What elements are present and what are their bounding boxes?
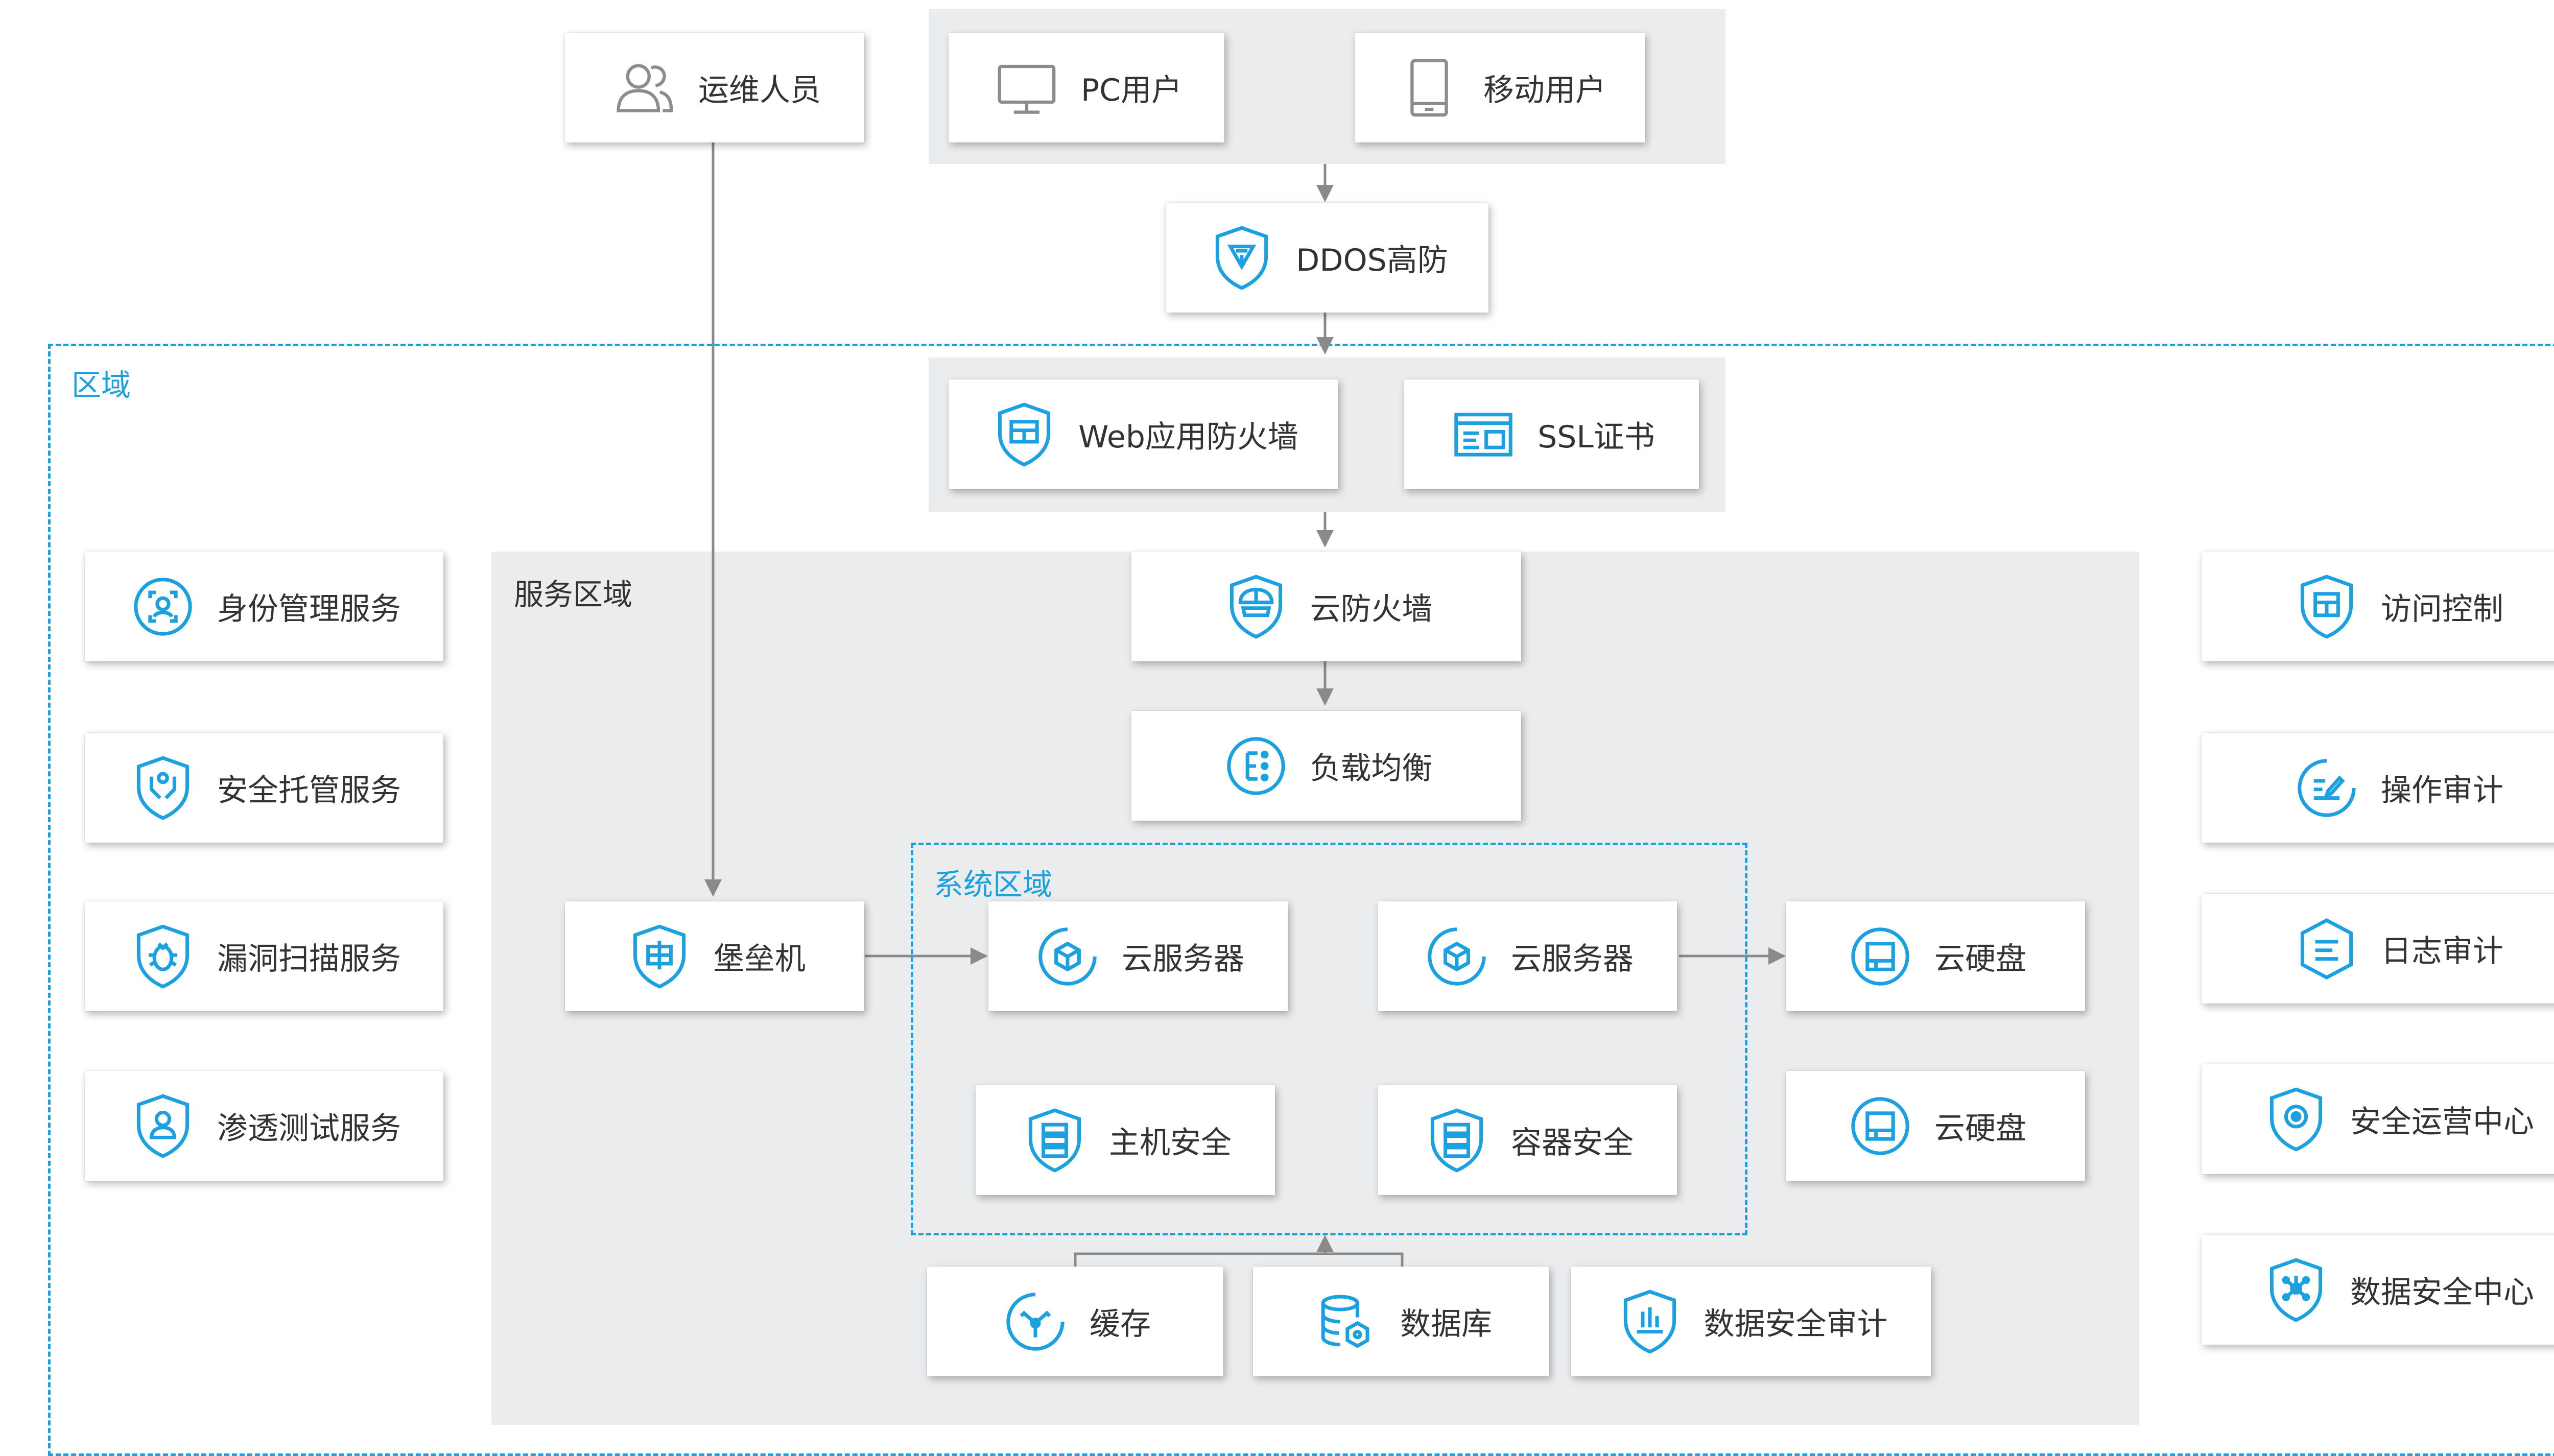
node-label: 操作审计 bbox=[2381, 773, 2503, 808]
node-waf[interactable]: Web应用防火墙 bbox=[949, 379, 1338, 489]
node-cloud-firewall[interactable]: 云防火墙 bbox=[1131, 552, 1521, 661]
cube-circle-icon bbox=[1032, 921, 1103, 992]
shield-lock-icon bbox=[2291, 571, 2362, 642]
node-ddos[interactable]: DDOS高防 bbox=[1166, 203, 1488, 313]
node-label: 负载均衡 bbox=[1310, 751, 1433, 786]
node-bastion[interactable]: 堡垒机 bbox=[565, 901, 864, 1011]
node-label: 云服务器 bbox=[1122, 941, 1244, 977]
node-cloud-disk-2[interactable]: 云硬盘 bbox=[1786, 1071, 2085, 1181]
node-label: 数据安全审计 bbox=[1704, 1306, 1888, 1342]
disk-circle-icon bbox=[1844, 921, 1916, 992]
node-container-security[interactable]: 容器安全 bbox=[1378, 1085, 1677, 1195]
shield-bastion-icon bbox=[624, 921, 695, 992]
shield-user-icon bbox=[127, 1090, 199, 1162]
node-host-security[interactable]: 主机安全 bbox=[976, 1085, 1275, 1195]
node-operation-audit[interactable]: 操作审计 bbox=[2202, 733, 2554, 843]
node-label: 主机安全 bbox=[1109, 1125, 1232, 1161]
node-label: 数据安全中心 bbox=[2350, 1275, 2534, 1310]
shield-triangle-icon bbox=[1206, 222, 1278, 294]
system-zone-label: 系统区域 bbox=[934, 867, 1053, 902]
node-log-audit[interactable]: 日志审计 bbox=[2202, 894, 2554, 1004]
node-label: 云硬盘 bbox=[1934, 941, 2026, 977]
node-ops-personnel[interactable]: 运维人员 bbox=[565, 33, 864, 142]
disk-circle-icon bbox=[1844, 1090, 1916, 1162]
node-label: 云服务器 bbox=[1511, 941, 1634, 977]
node-label: 日志审计 bbox=[2381, 934, 2503, 969]
node-label: 云防火墙 bbox=[1310, 591, 1433, 627]
monitor-icon bbox=[991, 52, 1062, 124]
node-data-security-center[interactable]: 数据安全中心 bbox=[2202, 1235, 2554, 1345]
node-cloud-server-2[interactable]: 云服务器 bbox=[1378, 901, 1677, 1011]
shield-server-icon bbox=[1421, 1105, 1493, 1176]
cache-circle-icon bbox=[1000, 1286, 1071, 1357]
system-zone-boundary bbox=[911, 843, 1747, 1235]
node-identity-service[interactable]: 身份管理服务 bbox=[85, 552, 443, 661]
node-label: 云硬盘 bbox=[1934, 1111, 2026, 1147]
shield-hands-icon bbox=[127, 752, 199, 824]
node-label: 容器安全 bbox=[1511, 1125, 1634, 1161]
node-managed-security-service[interactable]: 安全托管服务 bbox=[85, 733, 443, 843]
node-label: 访问控制 bbox=[2381, 591, 2503, 627]
region-label: 区域 bbox=[72, 368, 131, 402]
node-label: 渗透测试服务 bbox=[217, 1111, 401, 1147]
load-balancer-icon bbox=[1220, 730, 1292, 802]
node-security-operations-center[interactable]: 安全运营中心 bbox=[2202, 1064, 2554, 1174]
node-cloud-server-1[interactable]: 云服务器 bbox=[988, 901, 1288, 1011]
node-pc-user[interactable]: PC用户 bbox=[949, 33, 1224, 142]
face-scan-icon bbox=[127, 571, 199, 642]
bracket-data-to-system bbox=[1074, 1252, 1404, 1267]
node-label: 数据库 bbox=[1400, 1306, 1492, 1342]
node-mobile-user[interactable]: 移动用户 bbox=[1355, 33, 1645, 142]
node-label: 运维人员 bbox=[698, 73, 821, 108]
node-label: PC用户 bbox=[1080, 73, 1183, 108]
tablet-icon bbox=[1393, 52, 1465, 124]
shield-network-icon bbox=[2260, 1254, 2332, 1326]
shield-firewall-icon bbox=[1220, 571, 1292, 642]
shield-bug-icon bbox=[127, 921, 199, 992]
node-label: DDOS高防 bbox=[1296, 243, 1448, 278]
shield-browser-icon bbox=[988, 399, 1060, 470]
node-database[interactable]: 数据库 bbox=[1253, 1267, 1549, 1376]
service-zone-label: 服务区域 bbox=[514, 577, 633, 612]
node-label: 堡垒机 bbox=[714, 941, 806, 977]
edit-list-icon bbox=[2291, 752, 2362, 824]
node-label: 缓存 bbox=[1090, 1306, 1151, 1342]
log-shield-icon bbox=[2291, 913, 2362, 985]
database-icon bbox=[1310, 1286, 1382, 1357]
node-label: 安全托管服务 bbox=[217, 773, 401, 808]
node-label: 安全运营中心 bbox=[2350, 1104, 2534, 1140]
node-vuln-scan-service[interactable]: 漏洞扫描服务 bbox=[85, 901, 443, 1011]
node-access-control[interactable]: 访问控制 bbox=[2202, 552, 2554, 661]
shield-eye-icon bbox=[2260, 1084, 2332, 1155]
users-icon bbox=[608, 52, 680, 124]
node-label: Web应用防火墙 bbox=[1078, 419, 1298, 455]
shield-chart-icon bbox=[1614, 1286, 1686, 1357]
node-pentest-service[interactable]: 渗透测试服务 bbox=[85, 1071, 443, 1181]
node-cache[interactable]: 缓存 bbox=[927, 1267, 1223, 1376]
node-label: 漏洞扫描服务 bbox=[217, 941, 401, 977]
node-load-balance[interactable]: 负载均衡 bbox=[1131, 711, 1521, 821]
node-ssl[interactable]: SSL证书 bbox=[1404, 379, 1699, 489]
node-label: SSL证书 bbox=[1538, 419, 1655, 455]
node-data-security-audit[interactable]: 数据安全审计 bbox=[1571, 1267, 1931, 1376]
node-label: 移动用户 bbox=[1483, 73, 1606, 108]
node-cloud-disk-1[interactable]: 云硬盘 bbox=[1786, 901, 2085, 1011]
certificate-icon bbox=[1448, 399, 1519, 470]
shield-server-icon bbox=[1019, 1105, 1091, 1176]
cube-circle-icon bbox=[1421, 921, 1493, 992]
node-label: 身份管理服务 bbox=[217, 591, 401, 627]
